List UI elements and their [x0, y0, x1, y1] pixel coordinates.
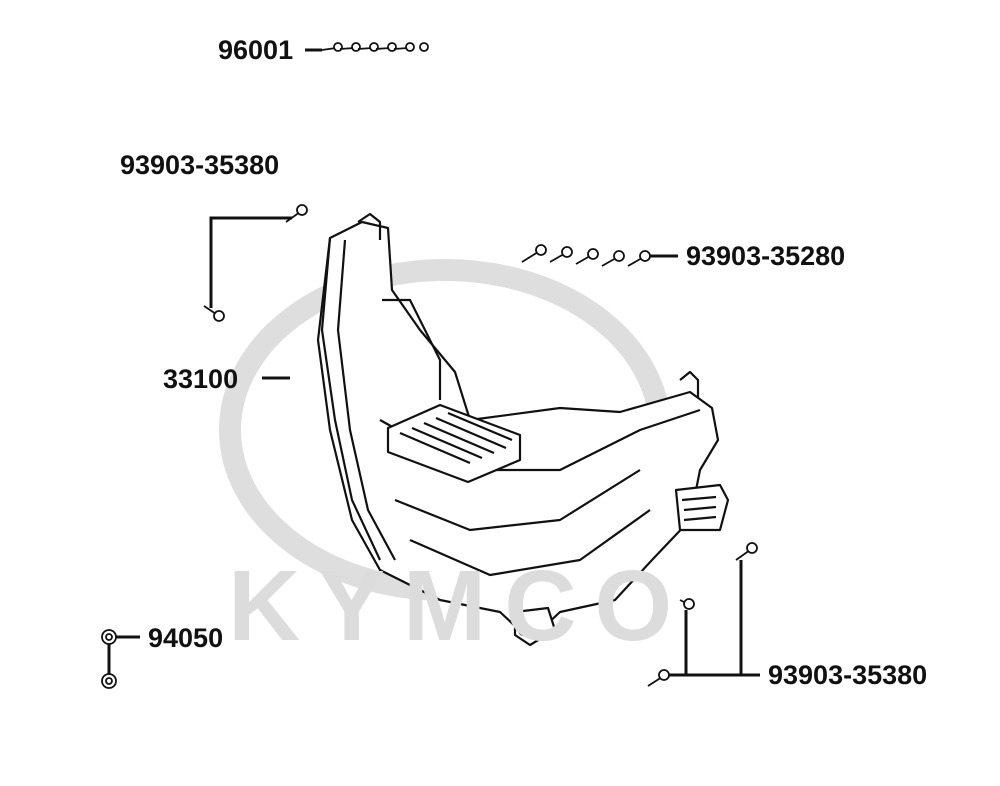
leader-93903-35380-bottom: [684, 560, 743, 677]
part-label-93903-35380-top: 93903-35380: [120, 150, 280, 180]
part-label-93903-35280: 93903-35280: [686, 241, 846, 271]
part-label-93903-35380-bottom: 93903-35380: [768, 660, 928, 690]
part-label-94050: 94050: [148, 623, 224, 653]
part-label-33100: 33100: [163, 364, 239, 394]
screws: [101, 42, 758, 689]
nut-icon: [101, 629, 117, 689]
screw-icon: [521, 244, 651, 267]
screw-icon: [647, 542, 758, 687]
watermark-text: KYMCO: [228, 550, 691, 662]
leader-93903-35380-top: [209, 216, 292, 308]
part-label-96001: 96001: [218, 35, 294, 65]
screw-icon: [321, 42, 429, 52]
headlight-assembly: [316, 212, 730, 647]
screw-icon: [203, 204, 308, 322]
